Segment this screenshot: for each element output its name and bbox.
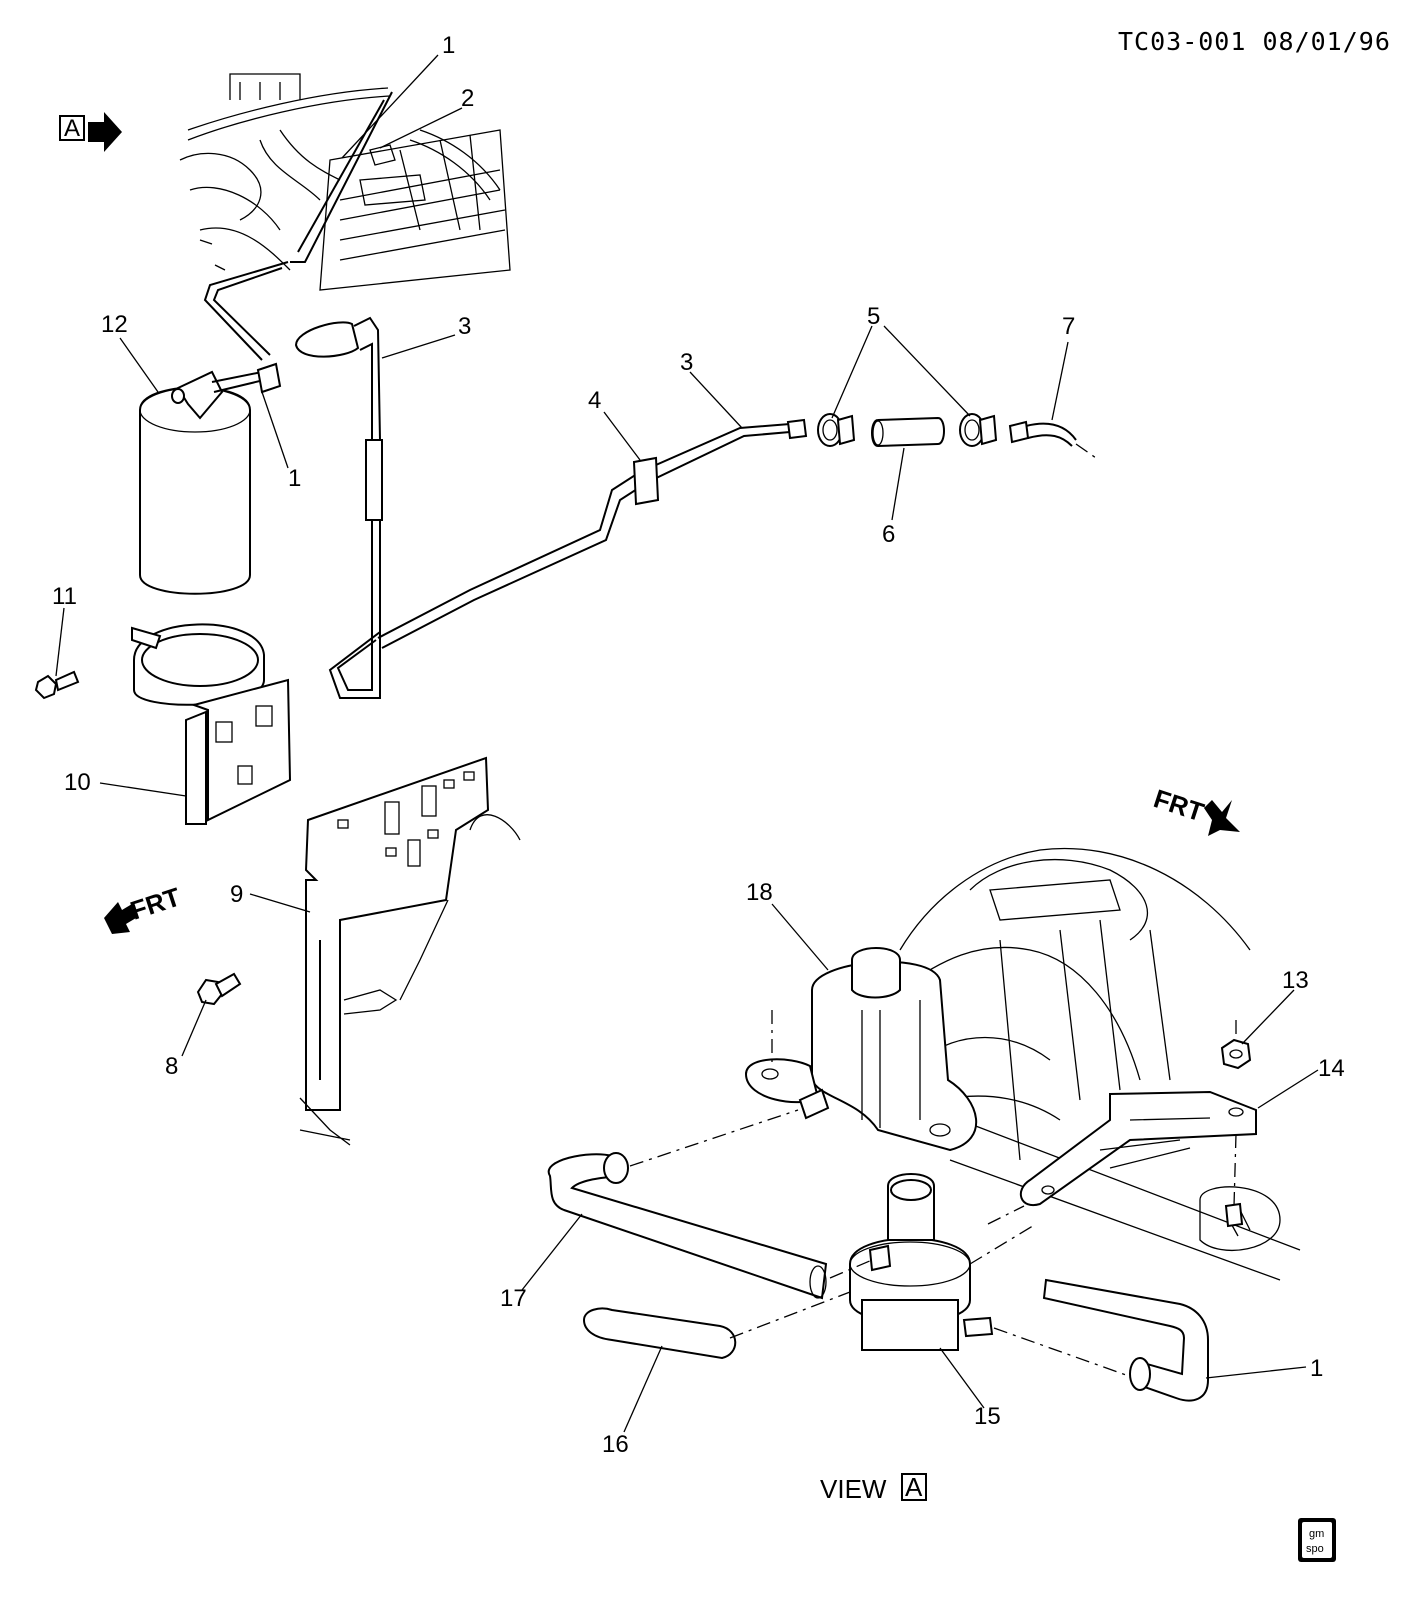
callout-6: 6 xyxy=(882,521,895,548)
connector-hose xyxy=(871,416,945,448)
callout-5: 5 xyxy=(867,303,880,330)
callout-10: 10 xyxy=(64,769,91,796)
view-caption: VIEW A xyxy=(820,1472,927,1504)
callout-labels: 1 2 3 3 4 5 6 7 12 1 11 10 9 8 18 13 14 … xyxy=(52,32,1345,1458)
canister-bracket xyxy=(131,623,292,825)
leader-lines xyxy=(55,54,1319,1433)
view-a-tag: A xyxy=(59,112,122,152)
vacuum-hose-1-bottom xyxy=(1042,1278,1209,1402)
tank-pipe xyxy=(1008,420,1097,459)
vapor-tube-main xyxy=(377,418,808,649)
svg-text:FRT: FRT xyxy=(127,882,184,926)
tube-clip xyxy=(632,456,660,506)
svg-text:spo: spo xyxy=(1306,1543,1324,1555)
callout-18: 18 xyxy=(746,879,773,906)
frt-arrow-right-icon xyxy=(1204,800,1240,836)
vapor-tube-left xyxy=(203,261,383,699)
callout-8: 8 xyxy=(165,1053,178,1080)
callout-16: 16 xyxy=(602,1431,629,1458)
callout-17: 17 xyxy=(500,1285,527,1312)
gm-spo-logo: gm spo xyxy=(1298,1518,1336,1562)
callout-7: 7 xyxy=(1062,313,1075,340)
callout-11: 11 xyxy=(52,583,77,610)
callout-2: 2 xyxy=(461,85,474,112)
callout-3-mid: 3 xyxy=(680,349,693,376)
transmission-housing xyxy=(899,847,1301,1281)
callout-3-left: 3 xyxy=(458,313,471,340)
svg-text:FRT: FRT xyxy=(1150,783,1207,827)
callout-1-top: 1 xyxy=(442,32,455,59)
vacuum-reservoir xyxy=(744,947,978,1152)
callout-4: 4 xyxy=(588,387,601,414)
view-caption-text: VIEW xyxy=(820,1474,887,1504)
callout-1-canister: 1 xyxy=(288,465,301,492)
callout-1-bottom: 1 xyxy=(1310,1355,1323,1382)
callout-12: 12 xyxy=(101,311,128,338)
hose-16 xyxy=(582,1291,851,1360)
panel-bolt-8 xyxy=(196,972,242,1006)
bracket-14 xyxy=(987,1090,1257,1228)
vacuum-hose-17 xyxy=(547,1109,828,1300)
nut-13 xyxy=(1220,1020,1252,1070)
frt-indicator-left: FRT xyxy=(104,882,184,934)
bracket-bolt-11 xyxy=(34,670,80,700)
drawing-id: TC03-001 08/01/96 xyxy=(1118,27,1391,56)
callout-13: 13 xyxy=(1282,967,1309,994)
callout-9: 9 xyxy=(230,881,243,908)
view-a-letter: A xyxy=(64,115,80,142)
mounting-panel xyxy=(299,756,521,1146)
evap-canister xyxy=(139,362,282,595)
view-caption-letter: A xyxy=(905,1472,923,1502)
callout-14: 14 xyxy=(1318,1055,1345,1082)
view-arrow-icon xyxy=(88,112,122,152)
frt-indicator-right: FRT xyxy=(1150,783,1240,836)
vacuum-valve-15 xyxy=(829,1173,1141,1381)
frt-arrow-left-icon xyxy=(104,902,136,934)
svg-text:gm: gm xyxy=(1309,1528,1324,1540)
callout-15: 15 xyxy=(974,1403,1001,1430)
hose-clamps xyxy=(817,413,998,447)
